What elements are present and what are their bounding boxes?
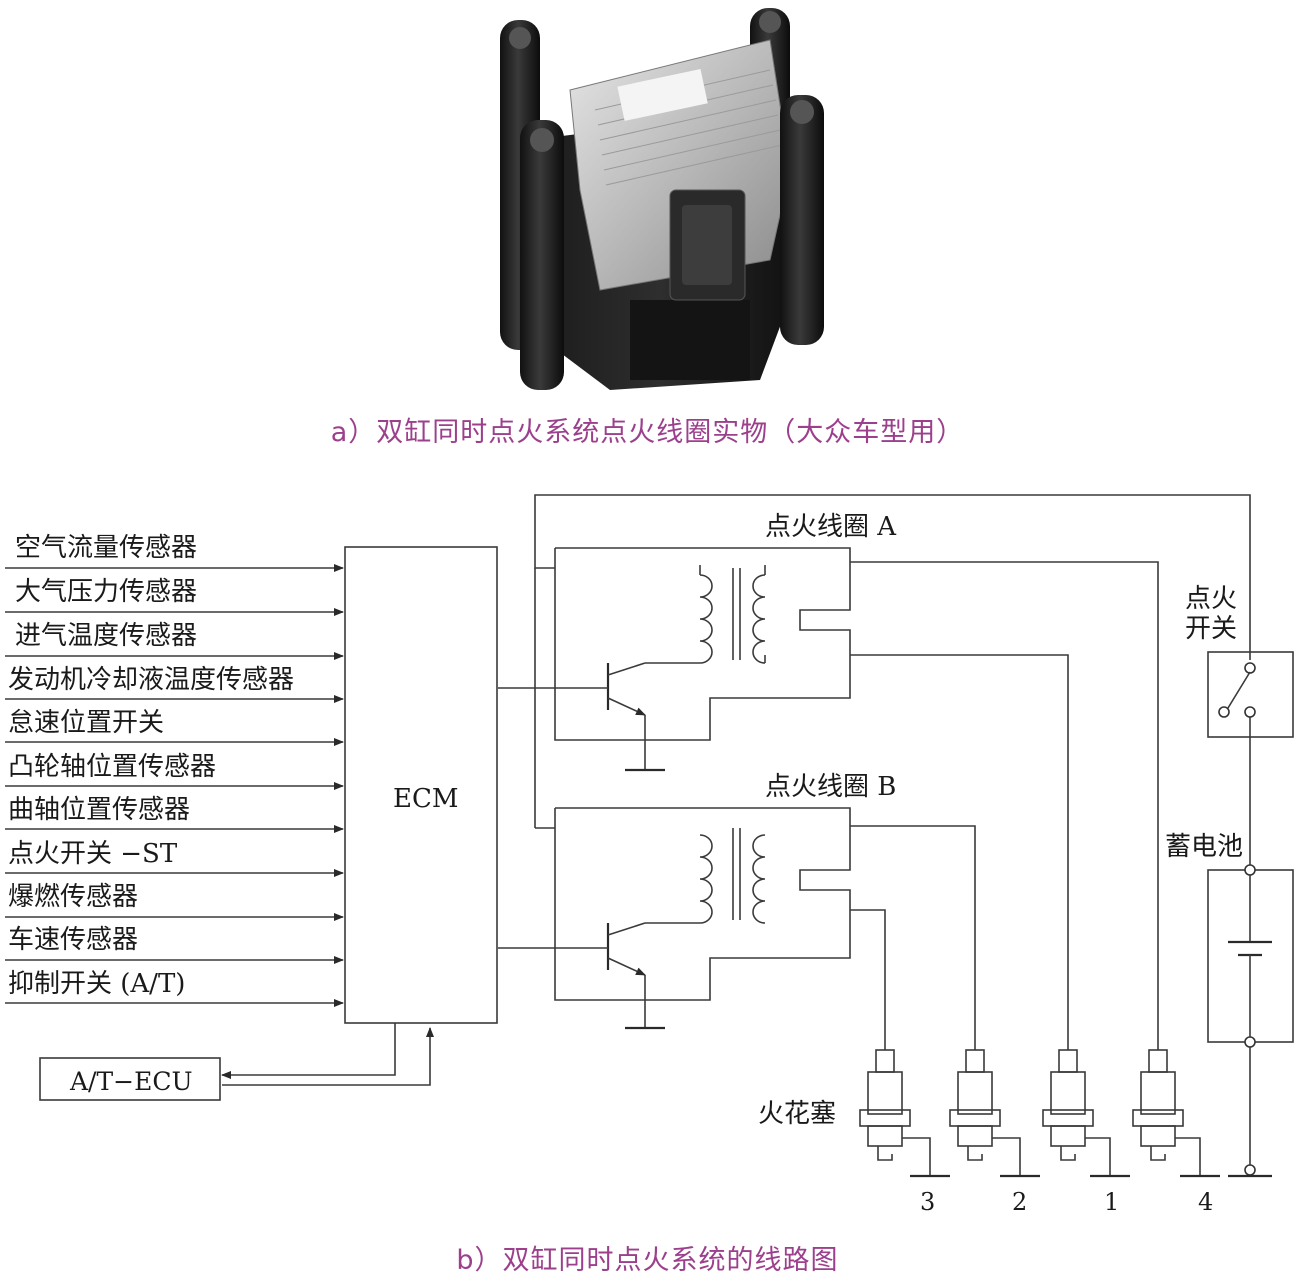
coil-b-label: 点火线圈 B [765, 772, 896, 802]
cylinder-number: 1 [1104, 1188, 1119, 1216]
at-ecu-label: A/T−ECU [69, 1067, 193, 1096]
coil-a-label: 点火线圈 A [765, 512, 897, 542]
spark-plug: 4 [1132, 1049, 1220, 1216]
sensor-label: 点火开关 −ST [8, 839, 178, 869]
cylinder-number: 4 [1198, 1188, 1213, 1216]
ecm-label: ECM [393, 784, 459, 814]
sensor-label: 车速传感器 [8, 925, 138, 955]
sensor-label: 曲轴位置传感器 [8, 795, 190, 825]
circuit-diagram: 空气流量传感器 大气压力传感器 进气温度传感器 发动机冷却液温度传感器 怠速位置… [5, 494, 1294, 1216]
sensor-label: 空气流量传感器 [15, 533, 197, 563]
caption-a: a）双缸同时点火系统点火线圈实物（大众车型用） [330, 417, 965, 448]
ignition-coil-a: 点火线圈 A [498, 512, 897, 772]
ignition-switch-label-2: 开关 [1185, 614, 1237, 644]
sensor-label: 抑制开关 (A/T) [8, 969, 185, 999]
spark-plug: 3 [859, 1049, 950, 1216]
spark-plug-label: 火花塞 [758, 1099, 836, 1129]
ignition-switch: 点火 开关 [1185, 584, 1294, 870]
ecm-box [344, 546, 498, 1024]
sensor-label: 爆燃传感器 [8, 882, 138, 912]
sensor-label: 怠速位置开关 [8, 708, 164, 738]
sensor-inputs: 空气流量传感器 大气压力传感器 进气温度传感器 发动机冷却液温度传感器 怠速位置… [5, 533, 344, 1007]
sensor-label: 发动机冷却液温度传感器 [8, 665, 294, 695]
caption-b: b）双缸同时点火系统的线路图 [456, 1245, 839, 1276]
sensor-label: 进气温度传感器 [15, 621, 197, 651]
battery-label: 蓄电池 [1165, 832, 1243, 862]
cylinder-number: 2 [1012, 1188, 1027, 1216]
sensor-label: 凸轮轴位置传感器 [8, 752, 216, 782]
ignition-coil-photo [500, 8, 824, 390]
sensor-label: 大气压力传感器 [15, 577, 197, 607]
spark-plug: 1 [1042, 1049, 1130, 1216]
spark-plug: 2 [949, 1049, 1040, 1216]
at-ecu-box [39, 1057, 221, 1101]
cylinder-number: 3 [920, 1188, 935, 1216]
ignition-coil-b: 点火线圈 B [498, 772, 896, 1030]
ignition-switch-label-1: 点火 [1185, 584, 1237, 614]
battery: 蓄电池 [1165, 832, 1294, 1178]
